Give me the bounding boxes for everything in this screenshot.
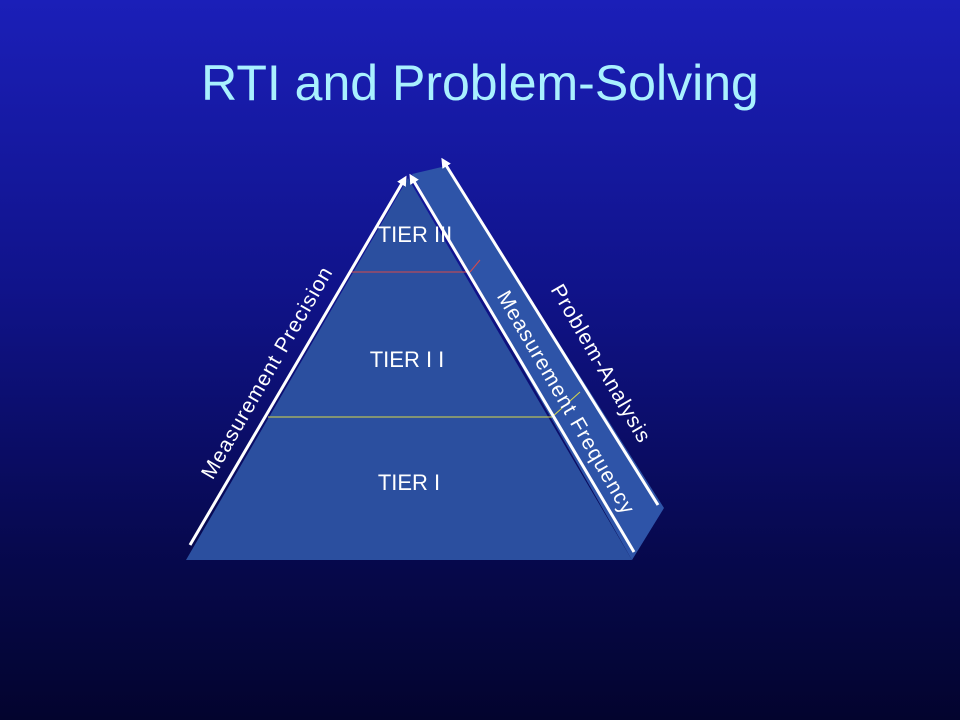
- slide-title: RTI and Problem-Solving: [201, 55, 759, 111]
- measurement-precision-arrow: [188, 175, 407, 546]
- tier-3-label: TIER III: [378, 222, 453, 247]
- back-divider-top: [469, 259, 481, 273]
- problem-analysis-arrow: [441, 157, 660, 506]
- pyramid: [186, 178, 632, 560]
- tier-1-label: TIER I: [378, 470, 440, 495]
- tier-2-label: TIER I I: [370, 347, 445, 372]
- back-divider-middle: [551, 391, 581, 418]
- measurement-frequency-arrow: [409, 173, 636, 553]
- pyramid-back-face: [412, 166, 664, 560]
